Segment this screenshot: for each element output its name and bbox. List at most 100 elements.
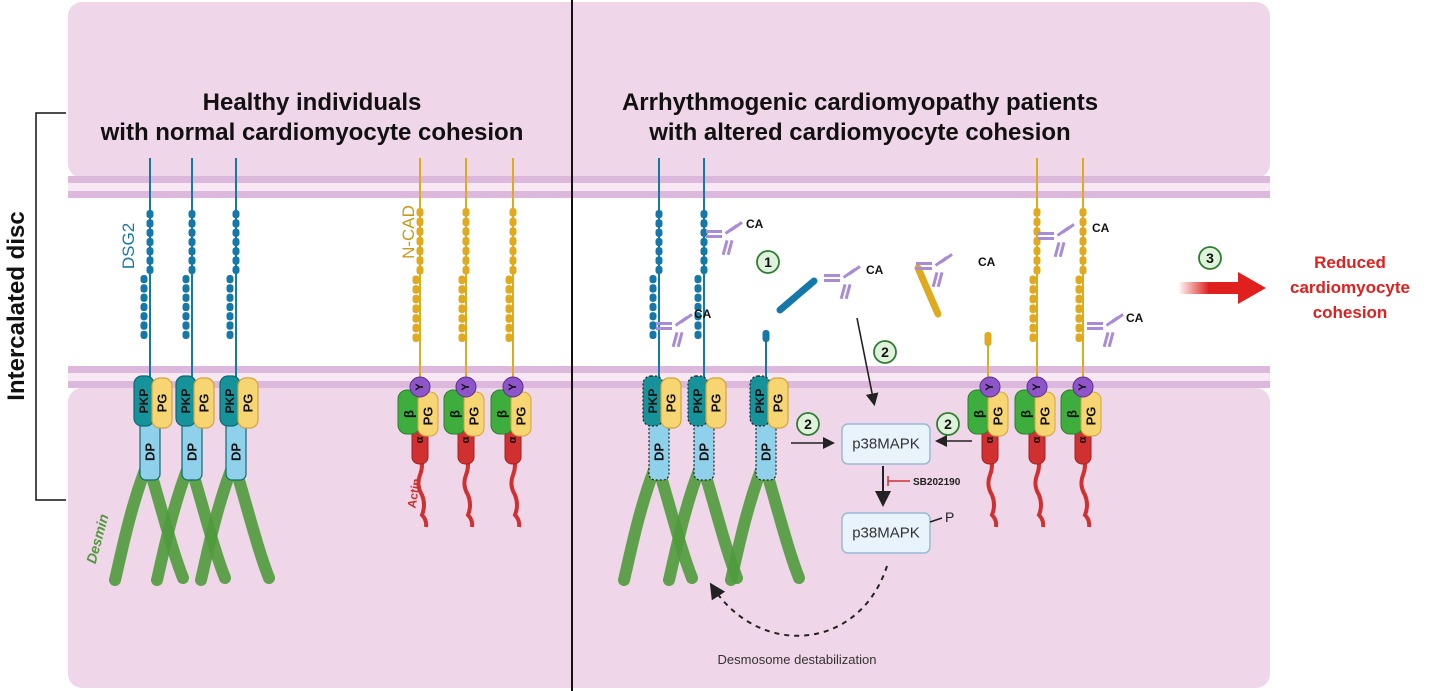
desmin-filament: [725, 464, 767, 586]
ca-label: CA: [1092, 221, 1110, 235]
ca-label: CA: [866, 263, 884, 277]
protein-label: β: [402, 410, 417, 418]
gamma-catenin: [409, 376, 431, 398]
gamma-catenin: [979, 376, 1001, 398]
ca-label: CA: [1126, 311, 1144, 325]
actin-filament: [1033, 454, 1046, 528]
ncad-label: N-CAD: [399, 205, 418, 259]
arrow-antibody-to-p38: [856, 317, 879, 407]
membrane-top: [68, 176, 1270, 198]
right-title-line1: Arrhythmogenic cardiomyopathy patients: [622, 89, 1098, 116]
step-marker: 1: [756, 250, 780, 274]
protein-label: PG: [771, 394, 786, 413]
protein-label: Y: [460, 383, 472, 391]
protein-label: Y: [507, 383, 519, 391]
outcome-arrow: [1178, 272, 1266, 304]
protein-label: Y: [1077, 383, 1089, 391]
protein-label: PKP: [646, 389, 660, 414]
phospho-label: P: [945, 509, 954, 525]
actin-filament: [1079, 454, 1092, 528]
protein-label: PKP: [223, 389, 237, 414]
protein-label: PG: [1038, 407, 1053, 426]
protein-label: α: [1077, 436, 1089, 443]
autoantibody: CA: [1087, 311, 1144, 348]
pg-protein: [193, 377, 215, 429]
gamma-catenin: [1072, 376, 1094, 398]
desmin-filament: [151, 464, 193, 586]
ncad-fragment: [914, 264, 942, 318]
svg-text:1: 1: [764, 254, 772, 270]
pg-protein: [660, 377, 682, 429]
desmin-filament: [618, 464, 660, 586]
protein-label: β: [448, 410, 463, 418]
pg-protein: [151, 377, 173, 429]
right-title-line2: with altered cardiomyocyte cohesion: [648, 119, 1070, 146]
protein-label: PG: [241, 394, 256, 413]
left-title-line2: with normal cardiomyocyte cohesion: [100, 119, 524, 146]
lower-cell: [68, 388, 1270, 688]
protein-label: α: [414, 436, 426, 443]
step-marker: 3: [1198, 246, 1222, 270]
protein-label: Y: [1031, 383, 1043, 391]
intercalated-disc-bracket: [35, 112, 66, 501]
svg-text:2: 2: [944, 416, 952, 432]
n-cadherin-complex: α β PG Y: [1060, 158, 1102, 528]
intercellular-space: [68, 198, 1270, 368]
desmosome: DP PKP PG: [109, 158, 189, 586]
pg-protein: [705, 377, 727, 429]
actin-filament: [416, 454, 429, 528]
protein-label: PG: [664, 394, 679, 413]
protein-label: PG: [709, 394, 724, 413]
protein-label: α: [1031, 436, 1043, 443]
svg-text:Reduced: Reduced: [1314, 253, 1386, 272]
svg-text:cardiomyocyte: cardiomyocyte: [1290, 278, 1410, 297]
p38mapk-box: p38MAPK: [841, 423, 931, 465]
svg-text:2: 2: [804, 416, 812, 432]
protein-label: α: [507, 436, 519, 443]
actin-filament: [509, 454, 522, 528]
protein-label: PG: [155, 394, 170, 413]
svg-text:p38MAPK: p38MAPK: [852, 525, 920, 542]
actin-filament: [986, 454, 999, 528]
actin-filament: [462, 454, 475, 528]
dsg2-fragment: [776, 277, 818, 314]
svg-text:2: 2: [881, 344, 889, 360]
protein-label: β: [972, 410, 987, 418]
step-marker: 2: [873, 340, 897, 364]
protein-label: DP: [143, 443, 158, 461]
protein-label: PKP: [137, 389, 151, 414]
ca-label: CA: [746, 217, 764, 231]
svg-text:3: 3: [1206, 250, 1214, 266]
protein-label: PKP: [179, 389, 193, 414]
protein-label: DP: [697, 443, 712, 461]
outcome-text: Reduced cardiomyocyte cohesion: [1290, 253, 1410, 322]
pg-protein: [237, 377, 259, 429]
phospho-p38mapk-box: p38MAPK P: [841, 509, 954, 554]
pg-protein: [767, 377, 789, 429]
protein-label: β: [1065, 410, 1080, 418]
ca-label: CA: [978, 255, 996, 269]
actin-label: Actin: [405, 477, 424, 509]
protein-label: Y: [984, 383, 996, 391]
protein-label: PG: [467, 407, 482, 426]
feedback-label: Desmosome destabilization: [718, 652, 877, 667]
feedback-dashed-arrow: [709, 565, 888, 637]
gamma-catenin: [455, 376, 477, 398]
protein-label: PG: [991, 407, 1006, 426]
gamma-catenin: [1026, 376, 1048, 398]
protein-label: DP: [652, 443, 667, 461]
intercalated-disc-label: Intercalated disc: [3, 211, 30, 400]
ca-label: CA: [694, 307, 712, 321]
protein-label: Y: [414, 383, 426, 391]
dsg2-label: DSG2: [119, 223, 138, 269]
protein-label: PG: [1084, 407, 1099, 426]
protein-label: PKP: [691, 389, 705, 414]
inhibitor-sb202190: SB202190: [887, 476, 961, 488]
protein-label: PG: [514, 407, 529, 426]
